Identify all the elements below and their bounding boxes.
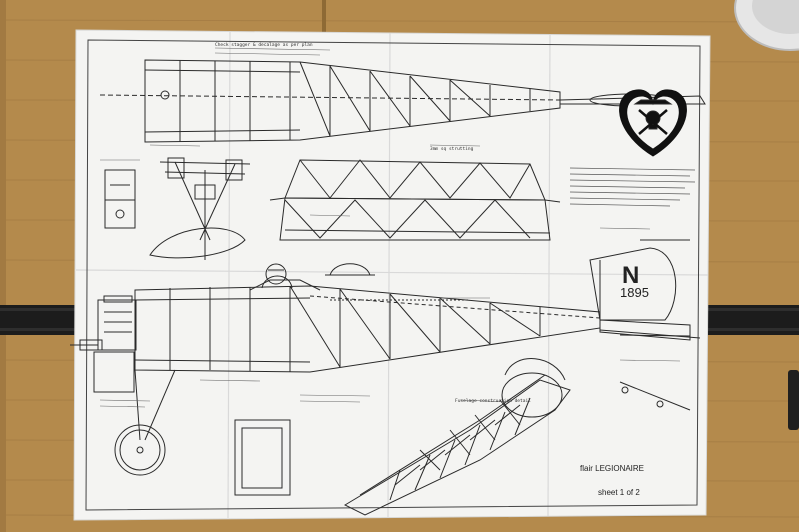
skull-heart-emblem-icon <box>619 89 687 157</box>
small-details-left <box>104 169 136 229</box>
tail-number: 1895 <box>620 285 649 300</box>
tail-rigging <box>599 239 701 411</box>
plan-drawings <box>70 47 706 516</box>
sheet-label: sheet 1 of 2 <box>598 488 640 497</box>
detail-box <box>234 419 291 496</box>
model-name: flair LEGIONAIRE <box>580 464 644 473</box>
airfoil-and-cowl <box>149 227 375 276</box>
fuselage-3d-view <box>343 358 571 516</box>
wing-center-section <box>269 159 561 241</box>
pilot-figure <box>261 263 293 289</box>
lower-note: Fuselage construction detail <box>455 398 531 404</box>
notes-text-block <box>569 167 696 207</box>
wing-note: 3mm sq strutting <box>430 146 474 152</box>
landing-gear <box>114 369 176 476</box>
tail-letter: N <box>622 262 639 289</box>
annotation-lines <box>99 47 681 408</box>
plan-sheet <box>73 29 711 521</box>
engine-detail <box>70 295 137 393</box>
front-view-struts <box>159 157 251 260</box>
top-center-note: Check stagger & decalage as per plan <box>215 42 313 48</box>
